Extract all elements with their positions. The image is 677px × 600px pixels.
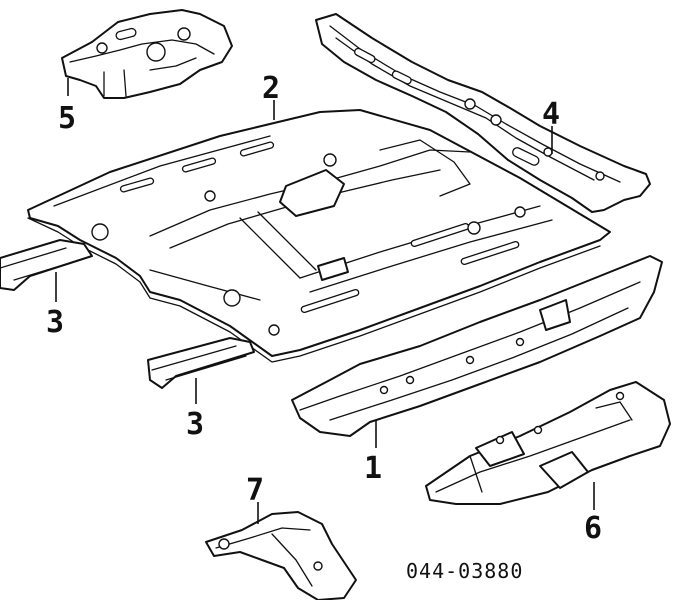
part-2-floor-pan: [27, 109, 611, 363]
callout-4: 4: [542, 97, 560, 132]
callout-3-center: 3: [186, 407, 204, 442]
part-4-rear-rail: [315, 13, 651, 213]
part-7-bracket: [205, 511, 357, 600]
callout-6: 6: [584, 511, 602, 546]
part-6-rear-side-rail: [425, 381, 671, 505]
callout-5: 5: [58, 101, 76, 136]
part-3-crossmember-center: [147, 337, 255, 389]
diagram-reference-code: 044-03880: [406, 559, 523, 583]
callout-3-left: 3: [46, 305, 64, 340]
part-1-side-rail: [291, 255, 663, 437]
callout-7: 7: [246, 473, 264, 508]
part-3-crossmember-left: [0, 239, 93, 291]
part-5-bracket: [61, 9, 233, 99]
callout-1: 1: [364, 451, 382, 486]
callout-2: 2: [262, 71, 280, 106]
